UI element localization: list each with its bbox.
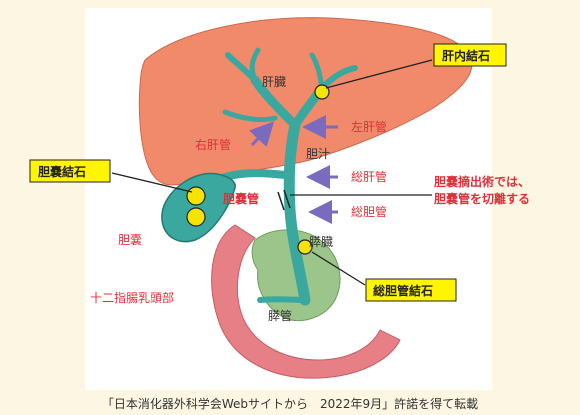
- attribution-caption: 「日本消化器外科学会Webサイトから 2022年9月」許諾を得て転載: [0, 395, 580, 412]
- label-bile: 胆汁: [306, 147, 330, 161]
- label-right-hepatic-duct: 右肝管: [195, 137, 231, 152]
- label-cystic-duct: 胆嚢管: [223, 191, 259, 206]
- callout-cbd-stone: 総胆管結石: [373, 283, 433, 298]
- gallbladder-stone-1: [187, 187, 205, 205]
- label-liver: 肝臓: [262, 75, 286, 89]
- gallbladder-stone-2: [187, 208, 205, 226]
- note-line-2: 胆嚢管を切離する: [434, 191, 530, 206]
- label-gallbladder: 胆嚢: [118, 232, 142, 247]
- callout-intrahepatic-stone: 肝内結石: [442, 48, 490, 63]
- note-line-1: 胆嚢摘出術では、: [434, 174, 530, 189]
- label-common-hepatic-duct: 総肝管: [351, 169, 387, 184]
- label-pancreas: 膵臓: [309, 235, 333, 249]
- label-common-bile-duct: 総胆管: [351, 204, 387, 219]
- label-duodenal-papilla: 十二指腸乳頭部: [90, 290, 174, 305]
- callout-gallbladder-stone: 胆嚢結石: [38, 164, 86, 179]
- label-pancreatic-duct: 膵管: [268, 308, 292, 323]
- label-left-hepatic-duct: 左肝管: [351, 119, 387, 134]
- anatomy-diagram: 肝臓 右肝管 左肝管 胆汁 総肝管 胆嚢管 総胆管 胆嚢 膵臓 十二指腸乳頭部 …: [0, 0, 580, 390]
